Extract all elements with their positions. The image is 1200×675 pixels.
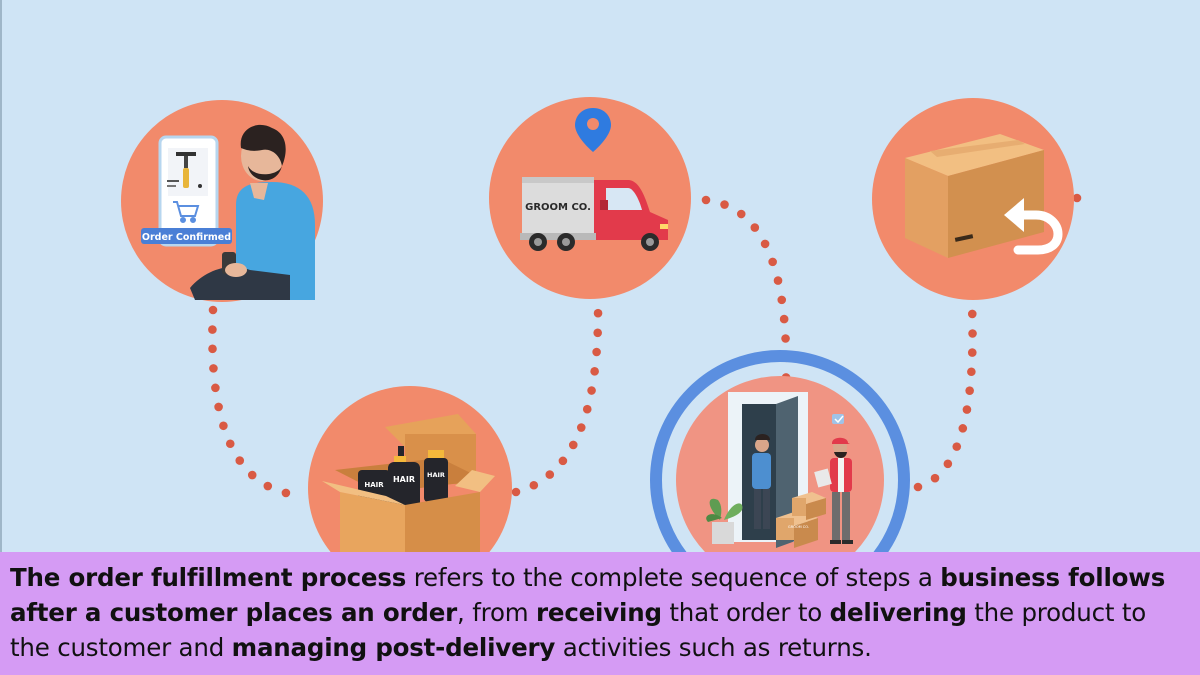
connector-dot: [568, 440, 578, 450]
delivered-boxes: GROOM CO.: [776, 492, 826, 548]
connector-dot: [768, 257, 777, 267]
bottle-label-3: HAIR: [427, 471, 445, 479]
connector-dot: [214, 402, 223, 412]
receiving-customer: [752, 434, 771, 529]
connector-dot: [962, 405, 972, 414]
courier-figure: [814, 414, 853, 544]
box-front: [340, 492, 405, 552]
connector-dot: [701, 195, 711, 205]
connector-dot: [558, 456, 568, 466]
step-shipping: GROOM CO.: [489, 97, 691, 299]
connector-dot: [582, 404, 592, 414]
connector-dot: [777, 295, 787, 305]
caption-segment: business follows after a customer places…: [10, 563, 1166, 627]
connector-dot: [943, 459, 953, 469]
caption-segment: managing post-delivery: [231, 633, 556, 662]
step-order-placed: Order Confirmed: [121, 100, 323, 302]
connector-dot: [281, 488, 291, 498]
connector-dot: [965, 386, 974, 395]
step-delivered: GROOM CO.: [650, 350, 910, 552]
location-pin-icon: [575, 108, 611, 152]
connector-dot: [1072, 193, 1082, 203]
connector-dot: [750, 223, 760, 232]
caption-segment: refers to the complete sequence of steps…: [406, 563, 941, 592]
connector-dot: [913, 482, 923, 492]
highlight-ring: [650, 350, 910, 552]
connector-dot: [219, 421, 228, 431]
delivery-truck: GROOM CO.: [520, 177, 668, 251]
customer-figure: [190, 124, 315, 300]
connector-dot: [760, 239, 770, 249]
connector-dot: [225, 439, 235, 449]
connector-dot: [529, 480, 539, 490]
step-packing: HAIR HAIR HAIR: [308, 386, 512, 552]
connector-dot: [967, 367, 976, 377]
return-arrow-icon: [1004, 198, 1063, 255]
truck-brand-text: GROOM CO.: [525, 202, 591, 213]
connector-dot: [773, 276, 783, 285]
caption-segment: the product to the customer and: [10, 598, 1147, 662]
connector-dot: [930, 473, 940, 483]
connector-dot: [545, 470, 555, 479]
connector-dot: [208, 344, 217, 354]
connector-dot: [587, 386, 596, 395]
connector-dot: [263, 481, 273, 491]
box-brand-text: GROOM CO.: [788, 525, 809, 529]
connector-dot: [967, 348, 977, 357]
connector-dot: [590, 367, 599, 376]
connector-dot: [736, 209, 746, 219]
connector-dot: [211, 383, 220, 393]
caption-segment: The order fulfillment process: [10, 563, 407, 592]
order-confirmed-text: Order Confirmed: [142, 232, 231, 243]
connector-dot: [209, 364, 218, 373]
connector-dots: [208, 193, 1082, 498]
box-flap-left: [322, 481, 405, 505]
order-confirmed-badge: [141, 228, 232, 244]
razor-icon: [176, 152, 196, 188]
connector-dot: [208, 305, 218, 315]
connector-dot: [235, 456, 245, 465]
connector-dot: [576, 423, 586, 432]
caption-segment: that order to: [661, 598, 830, 627]
box-flap-right: [455, 470, 495, 492]
caption-segment: receiving: [536, 598, 662, 627]
connector-dot: [781, 334, 790, 343]
connector-dot: [952, 442, 962, 451]
connector-dot: [720, 200, 729, 209]
connector-dot: [593, 308, 603, 318]
connector-dot: [592, 347, 601, 357]
caption-segment: activities such as returns.: [555, 633, 872, 662]
connector-dot: [958, 424, 968, 433]
connector-dot: [968, 329, 977, 338]
connector-dot: [208, 325, 217, 334]
description-caption: The order fulfillment process refers to …: [0, 552, 1200, 675]
caption-segment: delivering: [829, 598, 967, 627]
caption-segment: , from: [457, 598, 537, 627]
connector-dot: [247, 470, 257, 480]
connector-dot: [511, 487, 521, 497]
connector-dot: [967, 309, 977, 319]
connector-dot: [593, 328, 602, 338]
cart-icon: [173, 201, 200, 223]
bottle-label-2: HAIR: [393, 475, 415, 484]
step-returns: [872, 98, 1074, 300]
bottle-label-1: HAIR: [364, 481, 384, 489]
connector-dot: [779, 314, 789, 324]
plant-icon: [706, 498, 743, 544]
return-box: [905, 134, 1044, 258]
